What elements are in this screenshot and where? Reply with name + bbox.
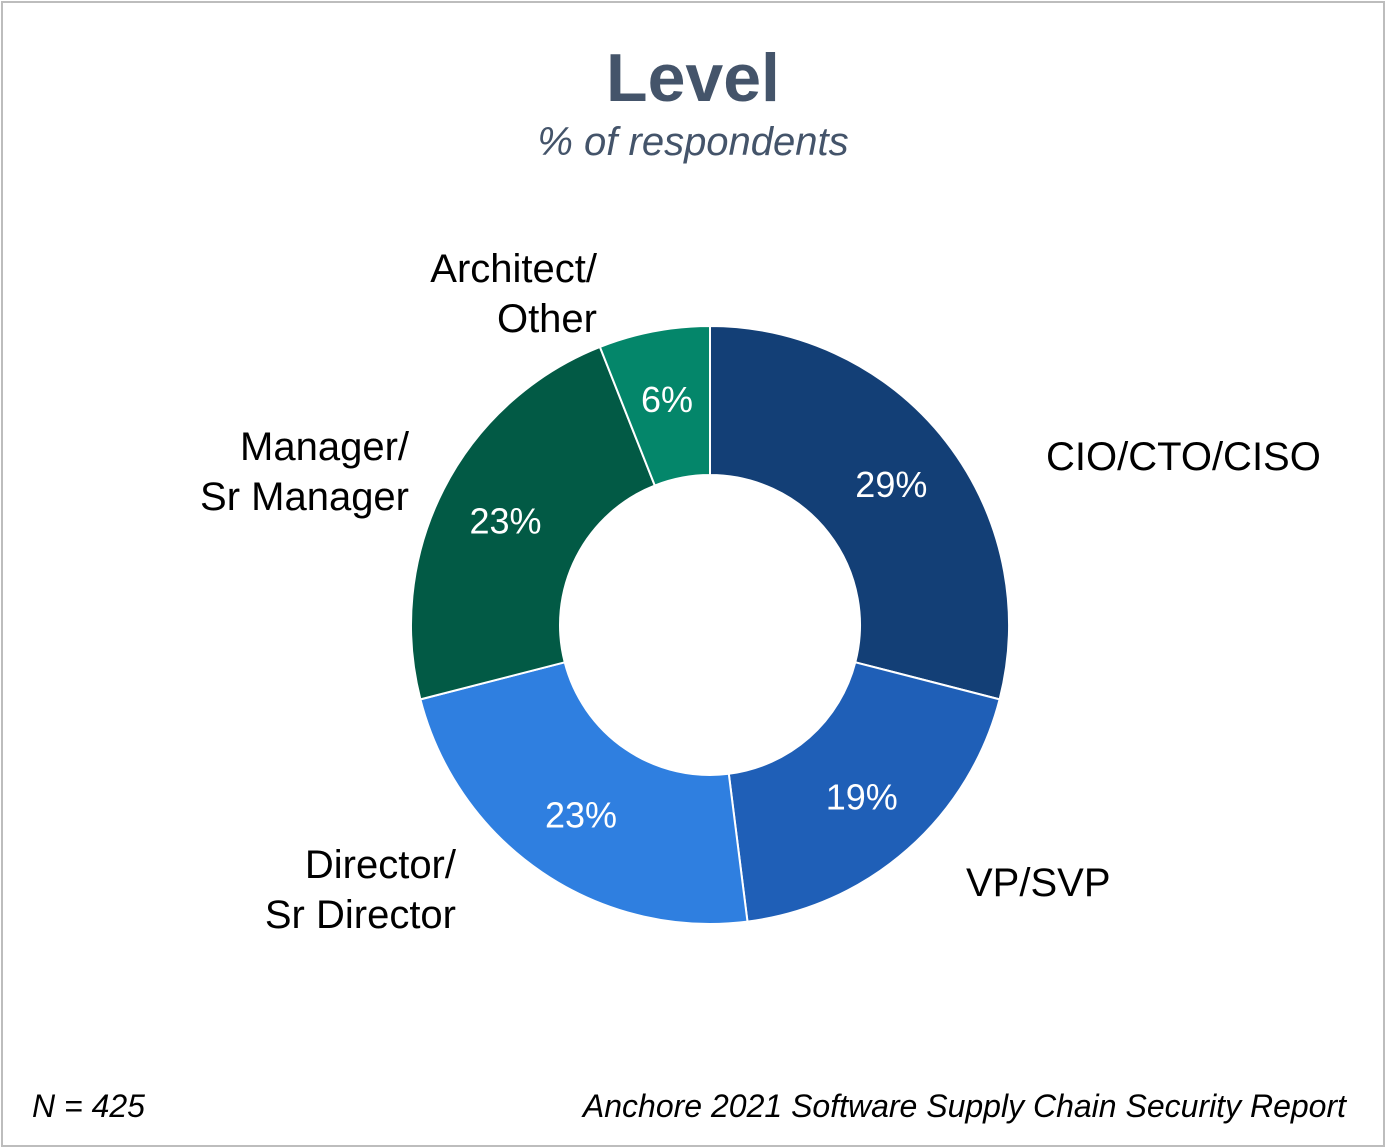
data-label-vp: 19% <box>826 777 898 818</box>
slice-vp <box>727 661 1001 923</box>
chart-subtitle: % of respondents <box>537 120 849 164</box>
category-label-vp: VP/SVP <box>966 861 1111 905</box>
data-label-manager: 23% <box>469 500 541 541</box>
data-label-architect: 6% <box>641 379 693 420</box>
category-label-manager: Manager/ Sr Manager <box>200 425 409 519</box>
category-label-director: Director/ Sr Director <box>264 843 456 937</box>
slice-cio <box>709 324 1010 701</box>
category-label-cio: CIO/CTO/CISO <box>1046 435 1321 479</box>
slice-director <box>419 661 749 925</box>
data-label-cio: 29% <box>855 464 927 505</box>
slice-architect <box>598 324 711 487</box>
category-label-architect: Architect/ Other <box>430 247 597 341</box>
data-label-director: 23% <box>545 794 617 835</box>
chart-title: Level <box>606 40 780 116</box>
source-note: Anchore 2021 Software Supply Chain Secur… <box>582 1088 1346 1124</box>
sample-size-note: N = 425 <box>32 1088 145 1124</box>
slice-manager <box>410 345 657 701</box>
